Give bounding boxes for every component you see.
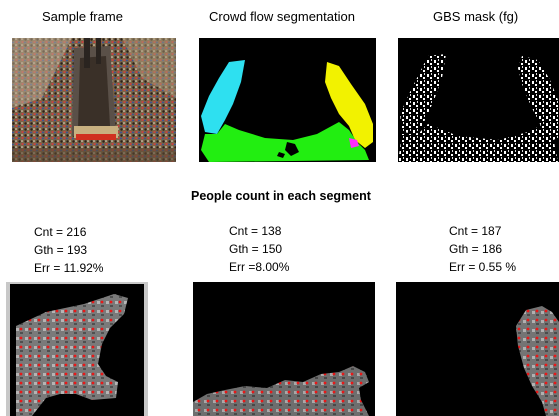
- segment-3-count: Cnt = 187: [449, 224, 502, 238]
- segment-1-count: Cnt = 216: [34, 225, 87, 239]
- segment-1-error: Err = 11.92%: [34, 261, 104, 275]
- segment-green: [201, 122, 369, 162]
- segment-magenta: [349, 138, 359, 148]
- segment-1-ground-truth: Gth = 193: [34, 243, 88, 257]
- segment-1-count-image: [6, 282, 148, 416]
- segment-2-count-image: [193, 282, 375, 416]
- gbs-mask-caption: GBS mask (fg): [433, 9, 519, 24]
- segment-2-ground-truth: Gth = 150: [229, 242, 283, 256]
- section-title: People count in each segment: [191, 189, 371, 203]
- segment-3-error: Err = 0.55 %: [449, 260, 517, 274]
- segment-yellow: [325, 62, 373, 148]
- segment-1-stats: Cnt = 216 Gth = 193 Err = 11.92%: [34, 223, 103, 277]
- segment-cyan: [201, 60, 245, 134]
- segment-2-stats: Cnt = 138 Gth = 150 Err =8.00%: [229, 222, 289, 276]
- gbs-mask-image: [398, 38, 559, 162]
- sample-frame-caption: Sample frame: [42, 9, 123, 24]
- segment-2-error: Err =8.00%: [229, 260, 290, 274]
- segment-3-count-image: [396, 282, 559, 416]
- segment-3-stats: Cnt = 187 Gth = 186 Err = 0.55 %: [449, 222, 516, 276]
- sample-frame-image: [12, 38, 176, 162]
- crowd-flow-segmentation-image: [199, 38, 376, 162]
- segment-3-ground-truth: Gth = 186: [449, 242, 503, 256]
- crowd-flow-caption: Crowd flow segmentation: [209, 9, 355, 24]
- segment-2-count: Cnt = 138: [229, 224, 282, 238]
